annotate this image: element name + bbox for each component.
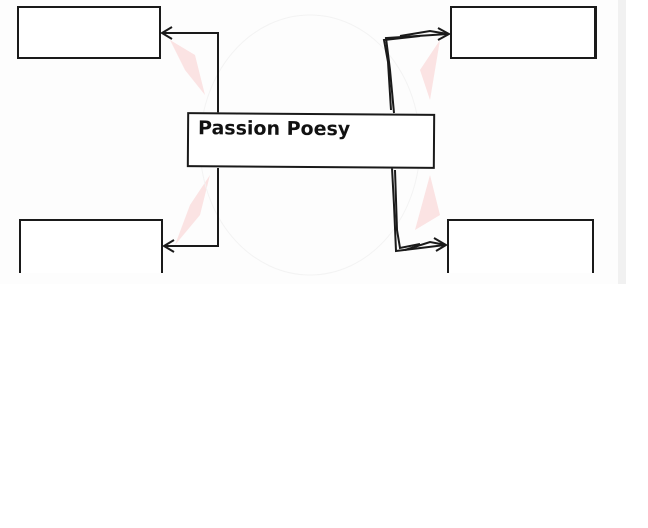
- connector-bottom-right: [391, 167, 448, 253]
- connector-bottom-left: [162, 168, 219, 253]
- center-box: Passion Poesy: [186, 112, 436, 169]
- box-bottom-right: [447, 219, 594, 273]
- connector-top-right: [382, 27, 452, 114]
- diagram-area: Passion Poesy: [17, 0, 626, 284]
- box-top-left: [17, 6, 161, 59]
- box-bottom-left: [19, 219, 163, 273]
- edge-strip: [618, 0, 626, 284]
- box-top-right: [450, 6, 597, 59]
- center-title: Passion Poesy: [198, 117, 351, 141]
- connector-top-left: [160, 26, 219, 113]
- ghost-arrows: [170, 40, 440, 245]
